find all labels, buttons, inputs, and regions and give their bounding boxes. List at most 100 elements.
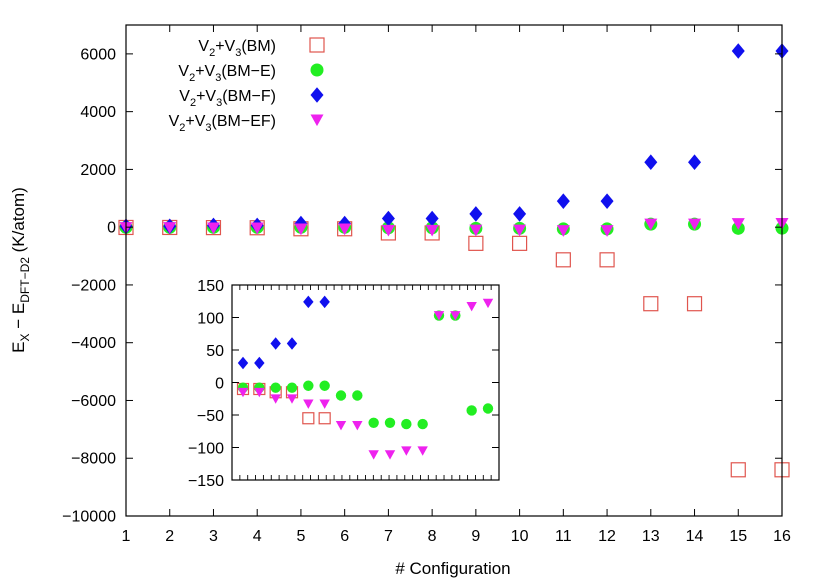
legend-marker (309, 37, 325, 53)
data-point (468, 235, 484, 251)
inset-data-point (450, 311, 461, 321)
inset-data-point (368, 417, 379, 428)
inset-y-tick-label: −50 (197, 408, 224, 425)
inset-data-point (433, 311, 445, 321)
inset-y-tick-label: 150 (197, 278, 224, 295)
inset-data-point (237, 356, 249, 370)
data-point (644, 154, 658, 170)
x-tick-label: 13 (642, 528, 660, 545)
data-point (425, 224, 439, 237)
inset-data-point (401, 446, 412, 456)
data-point (688, 218, 702, 231)
y-tick-label: 2000 (80, 162, 116, 179)
y-tick-label: −6000 (71, 393, 116, 410)
x-tick-label: 7 (384, 528, 393, 545)
x-tick-label: 11 (555, 528, 572, 545)
data-point (600, 225, 614, 237)
y-tick-label: 4000 (80, 104, 116, 121)
data-point (469, 206, 483, 222)
data-point (338, 223, 352, 236)
inset-plot: −150 −100 −50 0 50 100 150 (188, 278, 500, 490)
legend: V2+V3(BM)V2+V3(BM−E)V2+V3(BM−F)V2+V3(BM−… (169, 37, 325, 134)
inset-data-point (401, 418, 412, 430)
data-point (730, 462, 746, 478)
x-tick-label: 5 (296, 528, 305, 545)
inset-data-point (286, 337, 298, 350)
y-tick-label: 6000 (80, 46, 116, 63)
inset-data-point (254, 356, 265, 370)
data-point (686, 296, 703, 312)
inset-data-point (270, 394, 281, 404)
legend-marker (310, 87, 324, 103)
inset-data-point (303, 380, 314, 391)
y-tick-label: −2000 (71, 277, 116, 294)
x-tick-label: 4 (253, 528, 262, 545)
inset-y-tick-label: −100 (188, 441, 224, 458)
inset-data-point (466, 405, 477, 416)
inset-data-point (352, 390, 363, 401)
inset-data-point (286, 382, 298, 393)
inset-data-point (270, 337, 281, 350)
inset-data-point (417, 446, 428, 456)
legend-label: V2+V3(BM−E) (178, 63, 276, 84)
y-tick-label: −8000 (71, 451, 116, 468)
data-point (600, 193, 614, 209)
data-point (688, 154, 702, 170)
main-plot-frame (125, 24, 783, 517)
inset-y-tick-label: 100 (197, 311, 224, 328)
inset-data-point (303, 295, 314, 309)
inset-y-tick-label: −150 (188, 473, 224, 490)
inset-data-point (318, 412, 331, 425)
x-tick-label: 2 (165, 528, 174, 545)
legend-marker (310, 63, 324, 77)
data-point (643, 296, 659, 312)
x-tick-label: 12 (598, 528, 616, 545)
x-tick-label: 10 (511, 528, 529, 545)
inset-data-point (319, 380, 330, 391)
data-point (555, 252, 571, 268)
data-point (381, 210, 395, 227)
x-tick-label: 1 (122, 528, 131, 545)
data-point (556, 225, 570, 237)
inset-data-point (417, 418, 428, 430)
y-tick-label: −10000 (62, 509, 116, 526)
inset-data-point (286, 394, 298, 404)
data-point (469, 224, 483, 237)
x-tick-label: 8 (428, 528, 437, 545)
inset-data-point (270, 382, 281, 393)
data-point (425, 210, 439, 227)
y-axis-label: EX − EDFT−D2 (K/atom) (9, 187, 32, 353)
inset-frame (231, 284, 500, 481)
data-point (513, 206, 527, 222)
data-point (599, 252, 615, 268)
data-point (731, 43, 745, 59)
inset-data-point (302, 412, 315, 425)
data-point (731, 218, 745, 230)
legend-label: V2+V3(BM−F) (179, 88, 276, 109)
x-tick-label: 14 (686, 528, 704, 545)
inset-data-point (303, 399, 314, 409)
inset-data-point (482, 403, 494, 414)
inset-data-point (352, 420, 363, 431)
data-point (250, 222, 264, 235)
inset-data-point (319, 295, 330, 309)
inset-data-point (466, 302, 477, 312)
data-point (511, 235, 528, 251)
data-point (294, 223, 308, 236)
inset-series-v2-v3-bm-ef- (237, 298, 494, 460)
data-point (381, 224, 395, 237)
inset-data-point (237, 387, 249, 398)
legend-label: V2+V3(BM) (198, 38, 276, 59)
inset-data-point (482, 298, 494, 309)
inset-y-tick-label: 50 (206, 343, 224, 360)
x-tick-label: 6 (340, 528, 349, 545)
data-point (513, 224, 527, 237)
main-data-points (118, 43, 790, 478)
inset-y-tick-label: 0 (215, 376, 224, 393)
legend-marker (310, 114, 324, 127)
inset-data-point (368, 450, 379, 460)
y-tick-label: −4000 (71, 335, 116, 352)
inset-data-point (384, 450, 396, 460)
